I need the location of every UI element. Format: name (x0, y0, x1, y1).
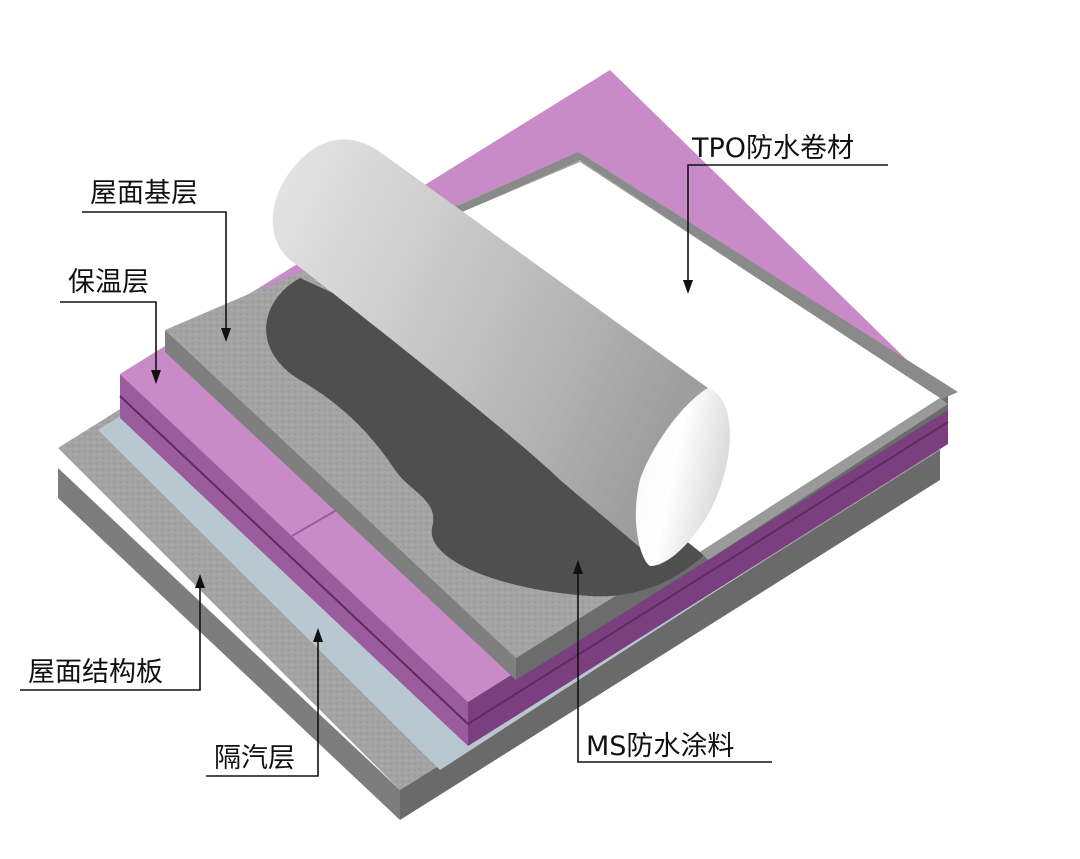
label-structure-arrow (195, 574, 205, 588)
label-insulation-leader (60, 301, 157, 372)
label-vapor: 隔汽层 (206, 628, 323, 777)
label-insulation-text: 保温层 (68, 267, 149, 298)
tpo-roll-peel (272, 139, 708, 566)
tpo-roll-tube-end (635, 388, 730, 566)
insulation-board-seam (291, 507, 341, 537)
label-base: 屋面基层 (82, 178, 231, 342)
label-tpo: TPO防水卷材 (683, 133, 888, 294)
label-insulation: 保温层 (60, 267, 161, 384)
label-ms: MS防水涂料 (573, 560, 772, 763)
structural-slab-side-right (400, 450, 940, 820)
structural-slab-side-front (58, 468, 400, 820)
label-ms-leader (577, 572, 772, 763)
label-structure-text: 屋面结构板 (28, 657, 163, 688)
insulation-joint-front (119, 395, 469, 725)
insulation-joint-right (467, 421, 949, 725)
label-vapor-arrow (313, 628, 323, 642)
tpo-roll (272, 139, 730, 566)
label-tpo-arrow (683, 280, 693, 294)
roof-base-side-front (165, 330, 516, 680)
label-base-leader (82, 211, 227, 330)
label-structure: 屋面结构板 (20, 574, 205, 691)
label-base-arrow (221, 328, 231, 342)
label-vapor-text: 隔汽层 (214, 743, 295, 774)
label-ms-arrow (573, 560, 583, 574)
label-structure-leader (20, 586, 201, 691)
label-tpo-text: TPO防水卷材 (691, 133, 854, 164)
label-tpo-leader (687, 164, 888, 282)
label-base-text: 屋面基层 (90, 178, 198, 209)
tpo-membrane-layer (440, 152, 958, 560)
tpo-membrane-sheet (448, 162, 940, 552)
tpo-membrane-border (440, 152, 958, 400)
label-insulation-arrow (151, 370, 161, 384)
label-ms-text: MS防水涂料 (586, 731, 734, 762)
label-vapor-leader (206, 640, 319, 777)
tpo-membrane-edge-shadow (700, 398, 948, 560)
